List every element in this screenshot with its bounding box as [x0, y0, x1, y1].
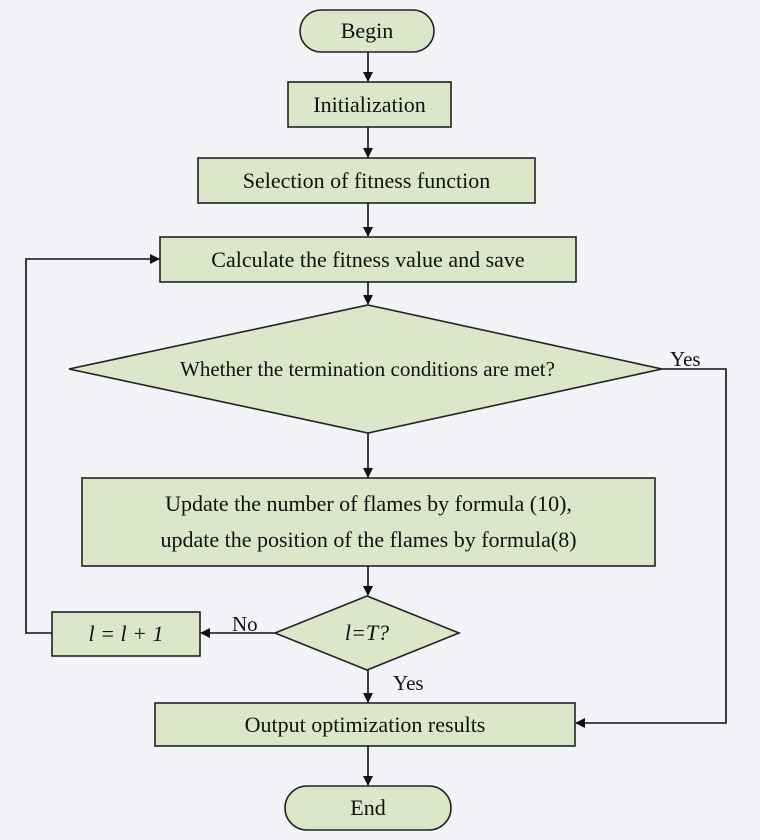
edge-termination-output-yes — [575, 368, 727, 728]
check-label: l=T? — [344, 620, 390, 645]
increment-label: l = l + 1 — [88, 621, 164, 646]
begin-label: Begin — [340, 18, 394, 43]
end-label: End — [350, 795, 386, 820]
output-box — [154, 702, 576, 747]
fitness-select-box — [197, 157, 536, 204]
fitness-select-label: Selection of fitness function — [242, 167, 491, 193]
update-label-line2: update the position of the flames by for… — [160, 527, 577, 552]
update-label-line1: Update the number of flames by formula (… — [165, 491, 572, 516]
calc-label: Calculate the fitness value and save — [211, 246, 525, 272]
init-box — [287, 81, 452, 128]
update-box — [81, 477, 656, 567]
end-terminal — [284, 785, 452, 831]
check-no-label: No — [232, 612, 258, 636]
calc-box — [159, 236, 577, 283]
begin-terminal — [299, 9, 435, 53]
edge-increment-calc-loop — [25, 254, 160, 634]
output-label: Output optimization results — [244, 711, 486, 737]
init-label: Initialization — [313, 91, 426, 117]
termination-yes-label: Yes — [670, 347, 701, 371]
increment-box — [51, 611, 201, 657]
check-diamond — [272, 595, 462, 671]
update-label: Update the number of flames by formula (… — [82, 486, 655, 558]
check-yes-label: Yes — [393, 671, 424, 695]
termination-label: Whether the termination conditions are m… — [180, 357, 555, 381]
